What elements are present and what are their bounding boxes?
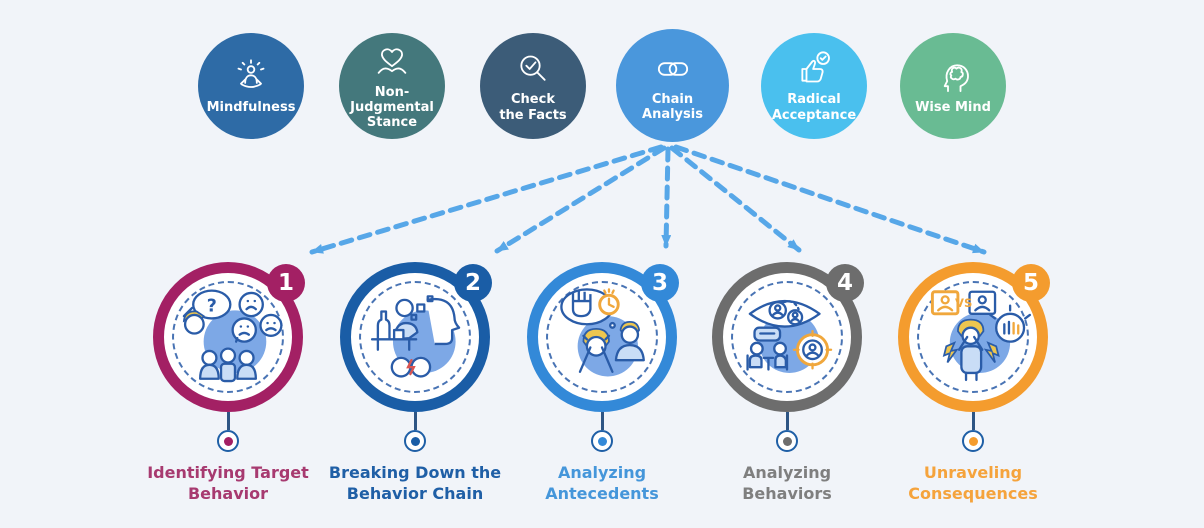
connector-dot xyxy=(410,436,420,446)
step-1: ? 1 Identifying Target Behavior xyxy=(128,262,328,505)
step-5-circle: VS 5 xyxy=(898,262,1050,412)
connector-dot xyxy=(597,436,607,446)
step-4-circle: 4 xyxy=(712,262,864,412)
step-3-label: Analyzing Antecedents xyxy=(545,463,659,503)
skill-label: Check the Facts xyxy=(499,92,567,123)
step-2-circle: 2 xyxy=(340,262,492,412)
skill-label: Chain Analysis xyxy=(642,91,703,122)
connector-dot xyxy=(223,436,233,446)
dashed-ring xyxy=(546,281,658,393)
step-5-number-badge: 5 xyxy=(1012,264,1050,302)
step-4-number-badge: 4 xyxy=(826,264,864,302)
connector-node xyxy=(404,430,426,452)
connector-node xyxy=(591,430,613,452)
step-2: 2 Breaking Down the Behavior Chain xyxy=(315,262,515,505)
skill-wise-mind: Wise Mind xyxy=(900,33,1006,139)
step-4: 4 Analyzing Behaviors xyxy=(687,262,887,505)
consequences-comparison-illustration: VS xyxy=(930,290,1031,382)
arrow-to-step-5 xyxy=(673,144,987,255)
arrow-to-step-4 xyxy=(669,145,802,253)
thumbs-up-check-icon xyxy=(801,51,830,83)
skill-label: Radical Acceptance xyxy=(771,92,857,123)
observing-behavior-target-illustration xyxy=(746,300,833,373)
skill-chain-analysis: Chain Analysis xyxy=(616,29,729,142)
skill-mindfulness: Mindfulness xyxy=(198,33,304,139)
connector-line xyxy=(226,412,230,430)
connector-node xyxy=(217,430,239,452)
step-3-circle: 3 xyxy=(527,262,679,412)
skill-check-the-facts: Check the Facts xyxy=(480,33,586,139)
svg-text:?: ? xyxy=(207,296,217,316)
dashed-ring xyxy=(731,281,843,393)
arrow-to-step-2 xyxy=(494,145,667,254)
drinking-behavior-mind-illustration xyxy=(370,295,461,378)
step-3: 3 Analyzing Antecedents xyxy=(502,262,702,505)
arrow-to-step-3 xyxy=(661,146,672,249)
connector-node xyxy=(776,430,798,452)
skill-label: Wise Mind xyxy=(915,99,991,115)
step-4-label: Analyzing Behaviors xyxy=(742,463,832,503)
head-brain-icon xyxy=(943,64,969,92)
dashed-ring xyxy=(172,281,284,393)
step-2-label: Breaking Down the Behavior Chain xyxy=(328,463,502,503)
dashed-ring xyxy=(917,281,1029,393)
distressed-person-thoughts-illustration: ? xyxy=(182,289,283,383)
connector-node xyxy=(962,430,984,452)
step-5-label: Unraveling Consequences xyxy=(908,463,1038,503)
svg-text:VS: VS xyxy=(955,296,972,310)
skill-radical-acceptance: Radical Acceptance xyxy=(761,33,867,139)
dashed-ring xyxy=(359,281,471,393)
step-3-number-badge: 3 xyxy=(641,264,679,302)
skill-non-judgmental-stance: Non-Judgmental Stance xyxy=(339,33,445,139)
meditation-icon xyxy=(237,59,265,88)
skill-label: Non-Judgmental Stance xyxy=(350,84,434,131)
stressed-person-triggers-illustration xyxy=(560,288,645,377)
hands-heart-icon xyxy=(377,47,407,74)
arrow-to-step-1 xyxy=(309,144,664,255)
step-5: VS 5 Unraveling Consequences xyxy=(873,262,1073,505)
step-1-number-badge: 1 xyxy=(267,264,305,302)
step-2-number-badge: 2 xyxy=(454,264,492,302)
connector-line xyxy=(785,412,789,430)
connector-line xyxy=(600,412,604,430)
connector-line xyxy=(971,412,975,430)
step-1-circle: ? 1 xyxy=(153,262,305,412)
magnifier-check-icon xyxy=(520,55,546,81)
chain-link-icon xyxy=(657,61,688,76)
step-1-label: Identifying Target Behavior xyxy=(147,463,309,503)
skill-label: Mindfulness xyxy=(206,99,296,115)
connector-dot xyxy=(968,436,978,446)
connector-line xyxy=(413,412,417,430)
connector-dot xyxy=(782,436,792,446)
